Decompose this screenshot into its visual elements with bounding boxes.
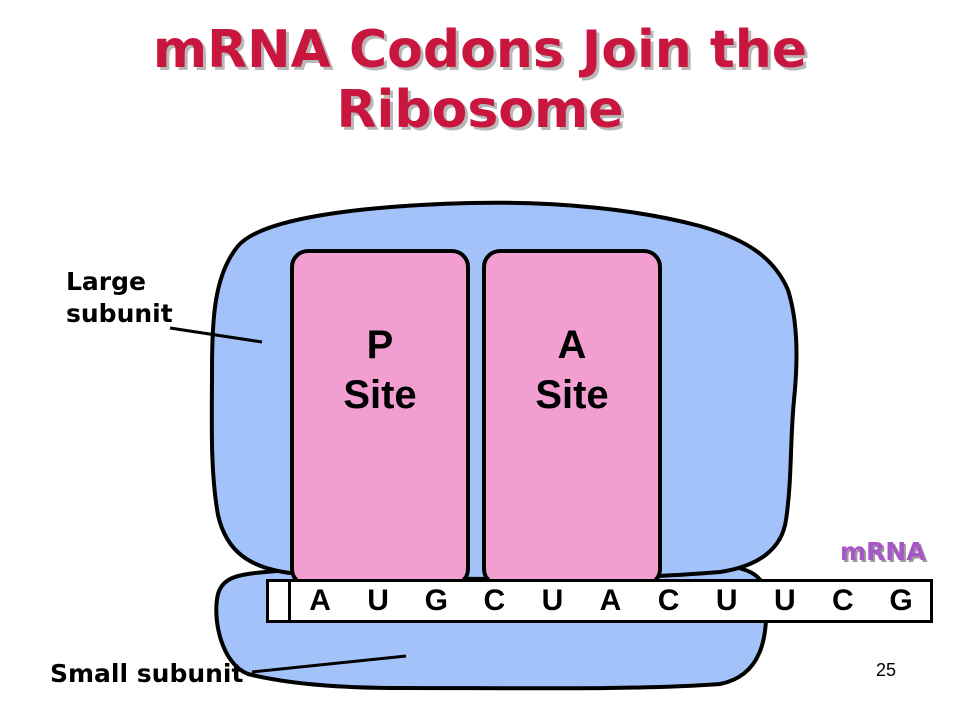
large-subunit-label: Large subunit — [66, 266, 173, 330]
nucleotide: G — [407, 582, 466, 620]
p-site-word: Site — [343, 373, 417, 417]
small-subunit-arrow — [251, 654, 407, 674]
nucleotide: U — [349, 582, 408, 620]
large-subunit-label-line1: Large — [66, 267, 146, 296]
mrna-strand-start — [269, 582, 291, 620]
mrna-label: mRNA — [840, 537, 926, 566]
title-line-1: mRNA Codons Join the — [152, 20, 808, 80]
p-site-letter: P — [366, 323, 394, 367]
a-site-letter: A — [557, 323, 587, 367]
nucleotide: A — [291, 582, 350, 620]
mrna-strand: A U G C U A C U U C G — [266, 579, 933, 623]
title-line-2: Ribosome — [336, 80, 624, 140]
large-subunit-arrow — [169, 326, 263, 344]
nucleotide: U — [755, 582, 814, 620]
nucleotide: C — [813, 582, 872, 620]
nucleotide: A — [581, 582, 640, 620]
page-number: 25 — [876, 660, 897, 680]
nucleotide: G — [871, 582, 931, 620]
a-site-label: A Site — [482, 320, 662, 420]
p-site-label: P Site — [290, 320, 470, 420]
nucleotide: U — [697, 582, 756, 620]
nucleotide: U — [523, 582, 582, 620]
nucleotide: C — [465, 582, 524, 620]
large-subunit-label-line2: subunit — [66, 299, 173, 328]
a-site-word: Site — [535, 373, 609, 417]
slide-title: mRNA Codons Join the Ribosome — [0, 20, 960, 140]
nucleotide: C — [639, 582, 698, 620]
small-subunit-label: Small subunit — [50, 659, 244, 688]
